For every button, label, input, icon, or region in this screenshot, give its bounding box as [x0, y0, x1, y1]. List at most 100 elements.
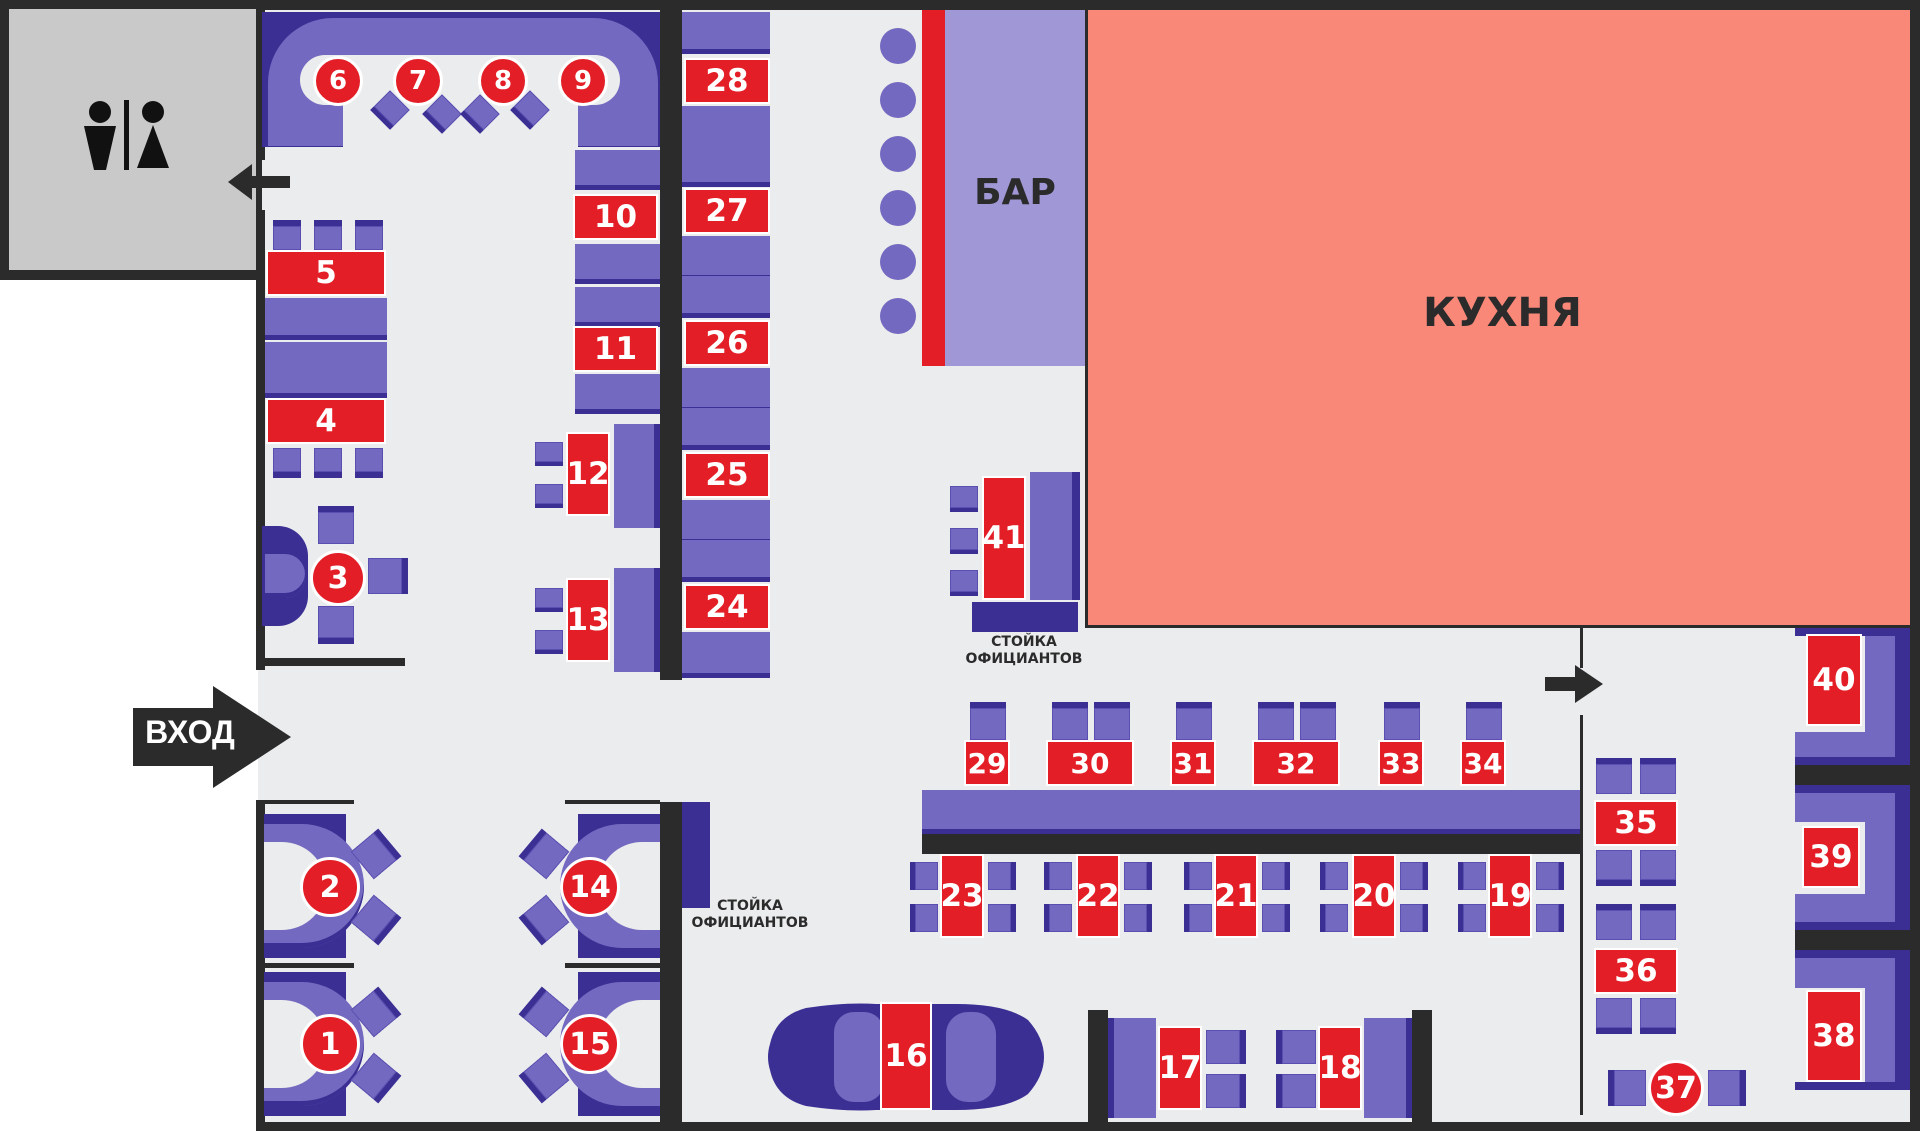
table-25[interactable]: 25 — [684, 452, 770, 498]
chair[interactable] — [1262, 904, 1290, 932]
chair[interactable] — [1458, 862, 1486, 890]
table-1[interactable]: 1 — [300, 1014, 360, 1074]
chair[interactable] — [1276, 1030, 1316, 1064]
chair[interactable] — [1466, 702, 1502, 740]
table-8[interactable]: 8 — [478, 56, 528, 106]
chair[interactable] — [1384, 702, 1420, 740]
chair[interactable] — [535, 630, 563, 654]
chair[interactable] — [273, 220, 301, 250]
chair[interactable] — [1536, 862, 1564, 890]
table-35[interactable]: 35 — [1594, 800, 1678, 846]
table-39[interactable]: 39 — [1802, 826, 1860, 888]
chair[interactable] — [1052, 702, 1088, 740]
table-13[interactable]: 13 — [566, 578, 610, 662]
chair[interactable] — [1596, 904, 1632, 940]
chair[interactable] — [1640, 904, 1676, 940]
bar-stool[interactable] — [880, 136, 916, 172]
chair[interactable] — [970, 702, 1006, 740]
chair[interactable] — [1276, 1074, 1316, 1108]
chair[interactable] — [1708, 1070, 1746, 1106]
chair[interactable] — [1124, 904, 1152, 932]
table-29[interactable]: 29 — [964, 740, 1010, 786]
chair[interactable] — [1320, 862, 1348, 890]
table-37[interactable]: 37 — [1648, 1060, 1704, 1116]
table-31[interactable]: 31 — [1170, 740, 1216, 786]
chair[interactable] — [314, 220, 342, 250]
table-2[interactable]: 2 — [300, 857, 360, 917]
table-12[interactable]: 12 — [566, 432, 610, 516]
chair[interactable] — [535, 588, 563, 612]
chair[interactable] — [273, 448, 301, 478]
chair[interactable] — [368, 558, 408, 594]
chair[interactable] — [1640, 850, 1676, 886]
chair[interactable] — [318, 506, 354, 544]
table-38[interactable]: 38 — [1806, 990, 1862, 1082]
chair[interactable] — [1262, 862, 1290, 890]
chair[interactable] — [1124, 862, 1152, 890]
chair[interactable] — [1044, 904, 1072, 932]
chair[interactable] — [910, 862, 938, 890]
chair[interactable] — [1596, 850, 1632, 886]
chair[interactable] — [950, 570, 978, 596]
chair[interactable] — [1536, 904, 1564, 932]
table-26[interactable]: 26 — [684, 320, 770, 366]
table-4[interactable]: 4 — [266, 398, 386, 444]
chair[interactable] — [1258, 702, 1294, 740]
chair[interactable] — [1094, 702, 1130, 740]
table-34[interactable]: 34 — [1460, 740, 1506, 786]
table-11[interactable]: 11 — [573, 326, 658, 372]
chair[interactable] — [1206, 1074, 1246, 1108]
chair[interactable] — [1400, 862, 1428, 890]
bar-stool[interactable] — [880, 244, 916, 280]
chair[interactable] — [314, 448, 342, 478]
chair[interactable] — [1206, 1030, 1246, 1064]
chair[interactable] — [950, 486, 978, 512]
table-28[interactable]: 28 — [684, 58, 770, 104]
table-36[interactable]: 36 — [1594, 948, 1678, 994]
table-3[interactable]: 3 — [310, 550, 366, 606]
chair[interactable] — [1184, 904, 1212, 932]
table-9[interactable]: 9 — [558, 56, 608, 106]
table-20[interactable]: 20 — [1352, 854, 1396, 938]
chair[interactable] — [1176, 702, 1212, 740]
table-23[interactable]: 23 — [940, 854, 984, 938]
chair[interactable] — [1640, 998, 1676, 1034]
table-10[interactable]: 10 — [573, 194, 658, 240]
table-17[interactable]: 17 — [1158, 1026, 1202, 1110]
table-6[interactable]: 6 — [313, 56, 363, 106]
chair[interactable] — [1400, 904, 1428, 932]
table-14[interactable]: 14 — [560, 857, 620, 917]
chair[interactable] — [1640, 758, 1676, 794]
table-15[interactable]: 15 — [560, 1014, 620, 1074]
table-30[interactable]: 30 — [1046, 740, 1134, 786]
table-41[interactable]: 41 — [982, 476, 1026, 600]
table-40[interactable]: 40 — [1806, 634, 1862, 726]
table-27[interactable]: 27 — [684, 188, 770, 234]
table-5[interactable]: 5 — [266, 250, 386, 296]
table-16[interactable]: 16 — [880, 1002, 932, 1110]
chair[interactable] — [988, 904, 1016, 932]
chair[interactable] — [1608, 1070, 1646, 1106]
bar-stool[interactable] — [880, 190, 916, 226]
chair[interactable] — [1458, 904, 1486, 932]
table-19[interactable]: 19 — [1488, 854, 1532, 938]
table-21[interactable]: 21 — [1214, 854, 1258, 938]
bar-stool[interactable] — [880, 28, 916, 64]
chair[interactable] — [1300, 702, 1336, 740]
table-24[interactable]: 24 — [684, 584, 770, 630]
chair[interactable] — [988, 862, 1016, 890]
chair[interactable] — [318, 606, 354, 644]
chair[interactable] — [1184, 862, 1212, 890]
chair[interactable] — [910, 904, 938, 932]
table-7[interactable]: 7 — [393, 56, 443, 106]
chair[interactable] — [1320, 904, 1348, 932]
chair[interactable] — [355, 220, 383, 250]
chair[interactable] — [535, 484, 563, 508]
chair[interactable] — [535, 442, 563, 466]
bar-stool[interactable] — [880, 298, 916, 334]
table-22[interactable]: 22 — [1076, 854, 1120, 938]
chair[interactable] — [1596, 998, 1632, 1034]
chair[interactable] — [1044, 862, 1072, 890]
chair[interactable] — [950, 528, 978, 554]
table-33[interactable]: 33 — [1378, 740, 1424, 786]
